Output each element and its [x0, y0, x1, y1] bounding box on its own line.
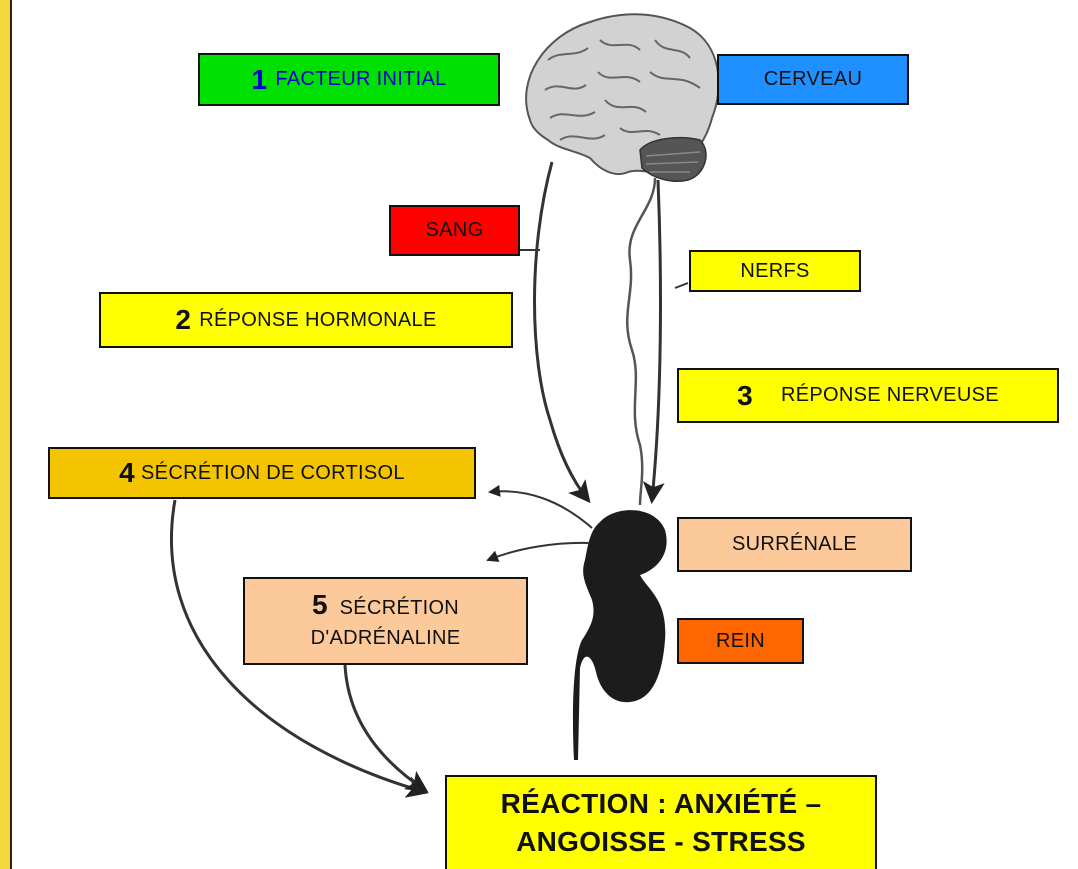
- label-reponse-nerveuse: 3 RÉPONSE NERVEUSE: [677, 368, 1059, 423]
- label-number: 2: [175, 304, 191, 336]
- label-text: FACTEUR INITIAL: [275, 68, 446, 91]
- label-rein: REIN: [677, 618, 804, 664]
- label-secretion-adrenaline: 5 SÉCRÉTION D'ADRÉNALINE: [243, 577, 528, 665]
- label-surrenale: SURRÉNALE: [677, 517, 912, 572]
- label-text: NERFS: [740, 260, 809, 283]
- brain-illustration: [526, 14, 719, 181]
- label-text: RÉPONSE HORMONALE: [199, 309, 436, 332]
- label-text: SANG: [426, 219, 484, 242]
- label-text-line1: SÉCRÉTION: [340, 597, 459, 619]
- arrow-adrenaline-to-reaction: [345, 665, 425, 790]
- label-text: REIN: [716, 630, 765, 653]
- label-reponse-hormonale: 2 RÉPONSE HORMONALE: [99, 292, 513, 348]
- label-facteur-initial: 1 FACTEUR INITIAL: [198, 53, 500, 106]
- label-number: 1: [251, 64, 267, 96]
- nerve-line: [627, 178, 655, 505]
- reaction-line-2: ANGOISSE - STRESS: [516, 823, 806, 861]
- label-text: CERVEAU: [764, 68, 862, 91]
- blood-arrow: [535, 162, 589, 500]
- nerve-arrow: [652, 180, 660, 500]
- label-text-line2: D'ADRÉNALINE: [311, 623, 461, 653]
- label-cerveau: CERVEAU: [717, 54, 909, 105]
- pointer-nerfs: [675, 283, 688, 288]
- label-number: 3: [737, 380, 753, 412]
- label-secretion-cortisol: 4 SÉCRÉTION DE CORTISOL: [48, 447, 476, 499]
- label-number: 5: [312, 589, 328, 620]
- reaction-line-1: RÉACTION : ANXIÉTÉ –: [501, 785, 822, 823]
- label-text: SÉCRÉTION DE CORTISOL: [141, 462, 405, 485]
- arrow-to-cortisol: [490, 491, 592, 528]
- arrow-to-adrenaline: [488, 543, 590, 560]
- label-nerfs: NERFS: [689, 250, 861, 292]
- label-text: RÉPONSE NERVEUSE: [781, 384, 999, 407]
- label-line-1: 5 SÉCRÉTION: [312, 590, 459, 623]
- label-number: 4: [119, 457, 135, 489]
- label-sang: SANG: [389, 205, 520, 256]
- label-text: SURRÉNALE: [732, 533, 857, 556]
- adrenal-kidney-illustration: [573, 510, 667, 760]
- label-reaction: RÉACTION : ANXIÉTÉ – ANGOISSE - STRESS: [445, 775, 877, 869]
